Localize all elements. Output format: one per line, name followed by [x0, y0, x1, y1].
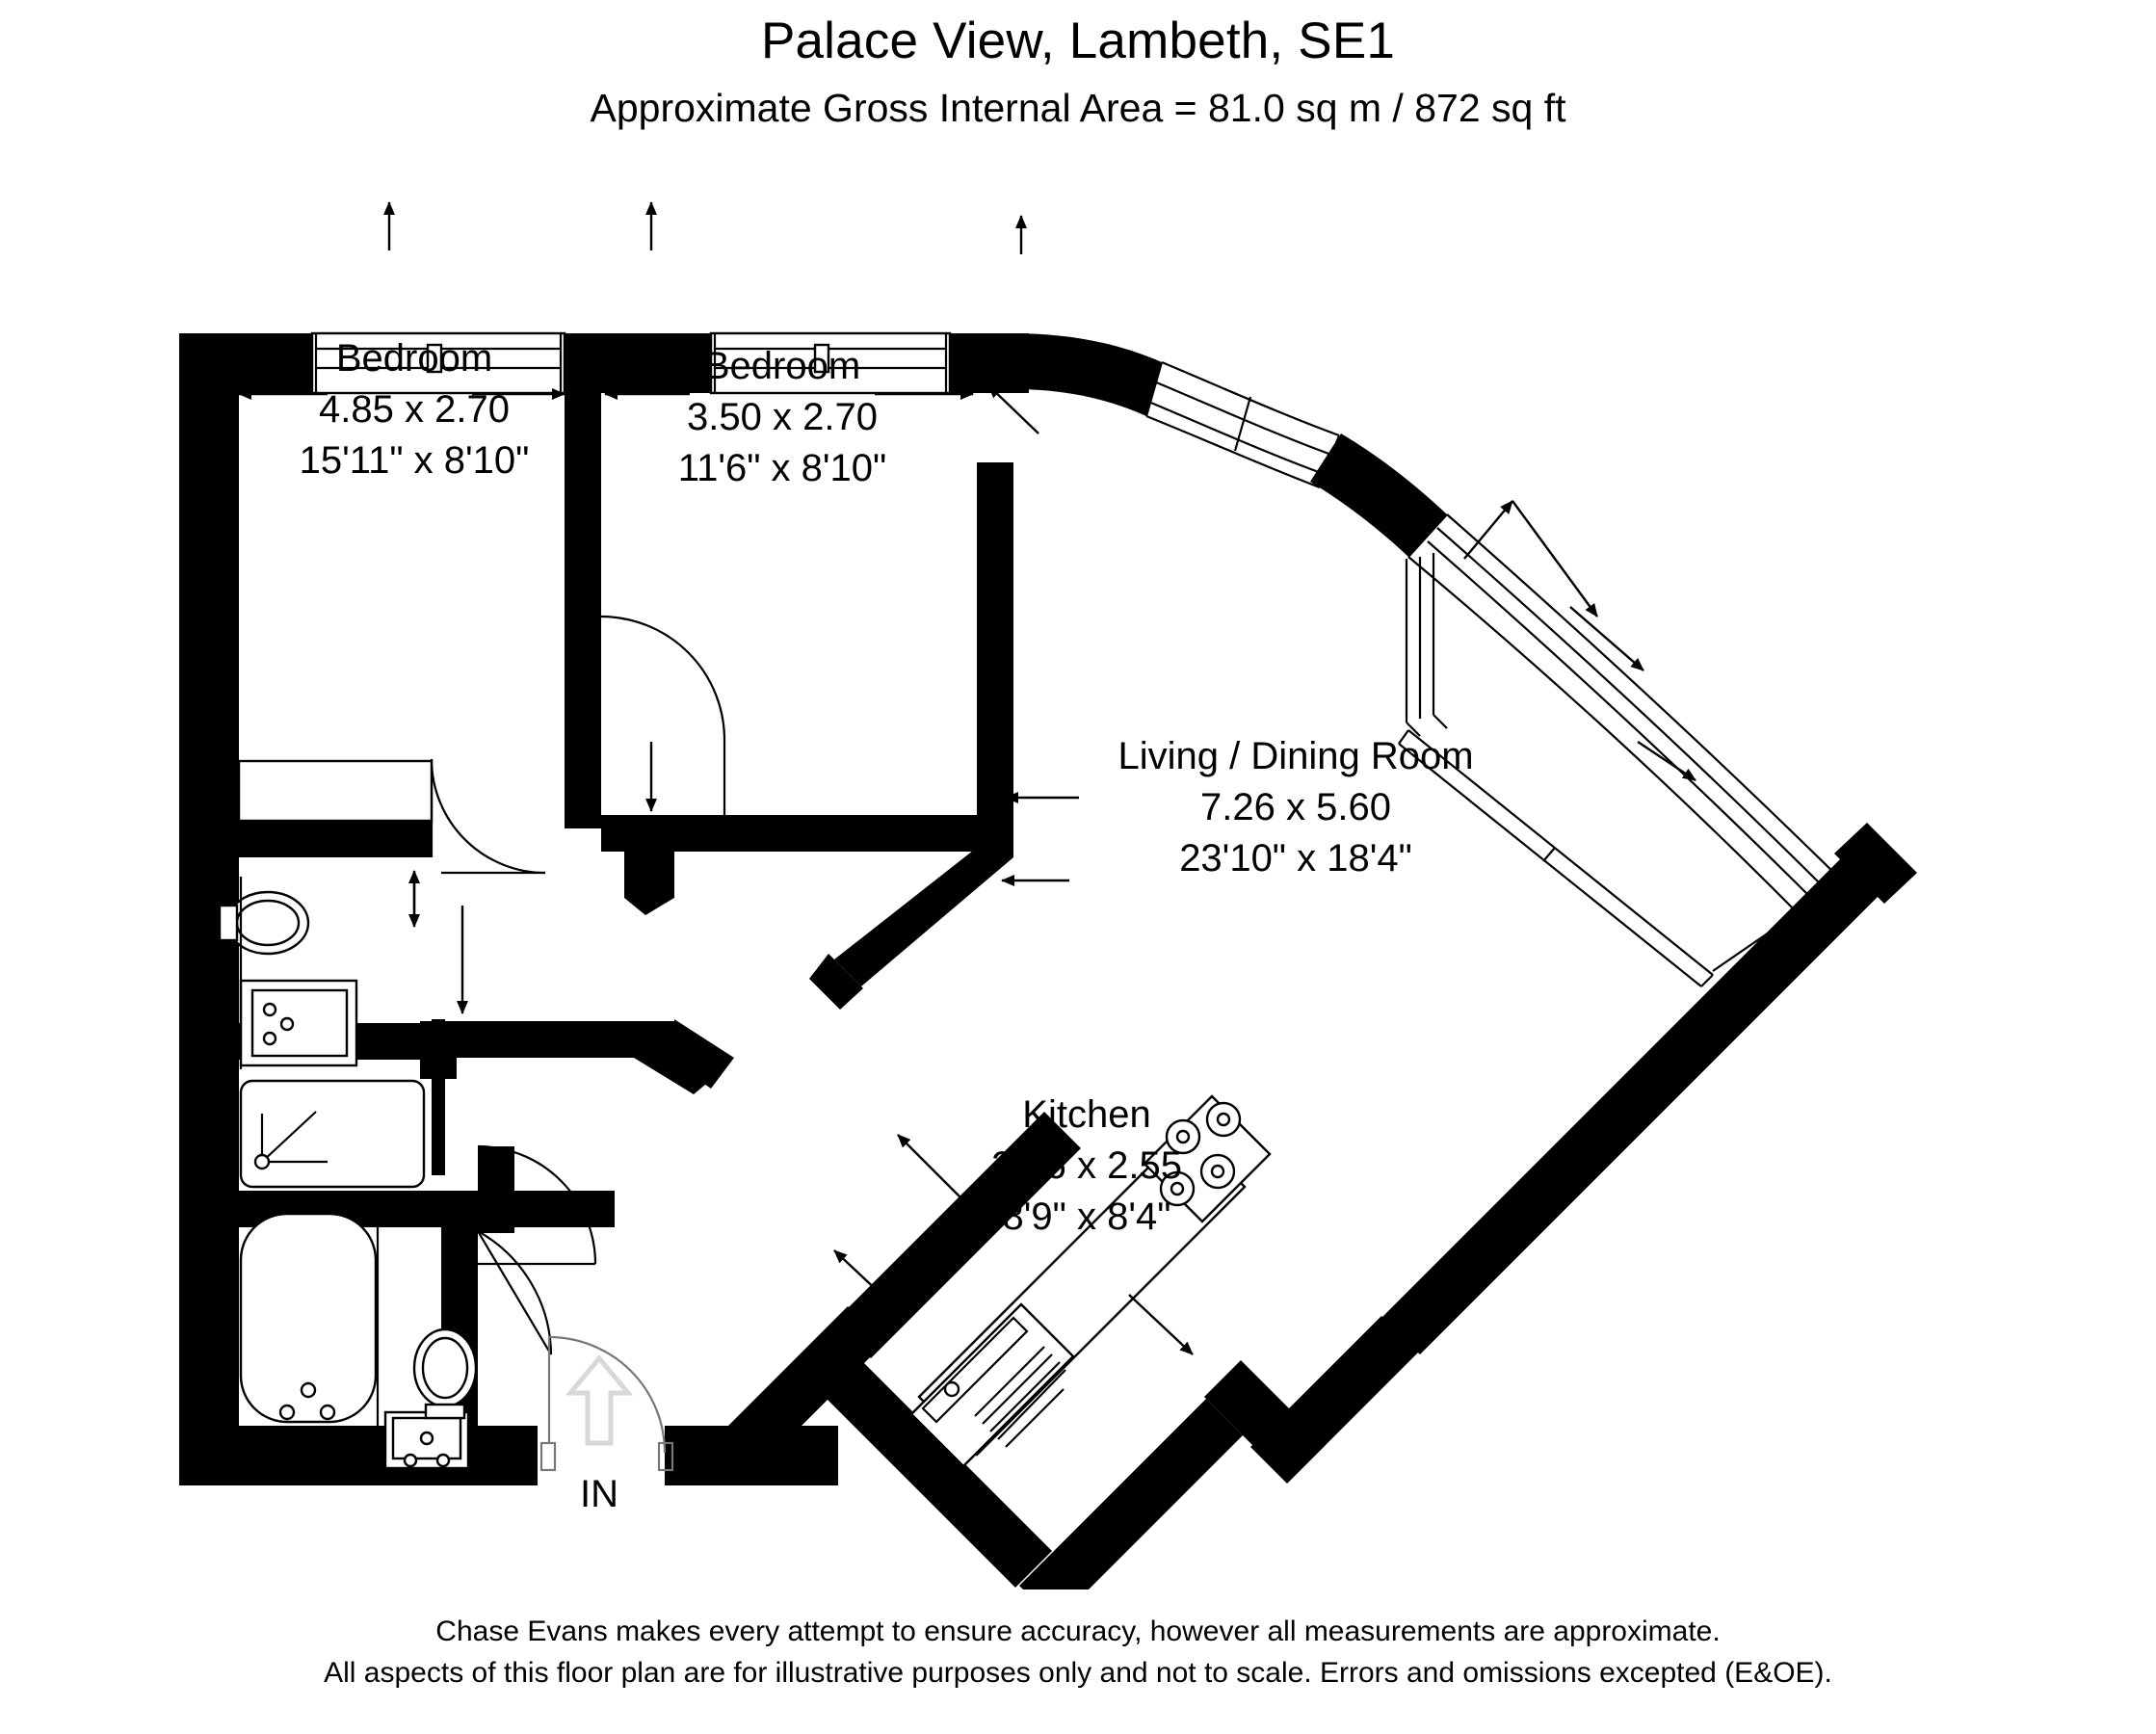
window-bay-left — [1405, 553, 1448, 737]
floorplan-drawing: Bedroom 4.85 x 2.70 15'11" x 8'10" Bedro… — [0, 144, 2156, 1590]
bedroom-1-metric: 4.85 x 2.70 — [319, 388, 510, 431]
fixture-toilet-bathroom — [412, 1327, 478, 1420]
page-title: Palace View, Lambeth, SE1 — [760, 13, 1396, 69]
kitchen-metric: 2.66 x 2.55 — [991, 1144, 1182, 1187]
fixture-kitchen-hob — [1143, 1094, 1272, 1223]
wall-bay-arc-segment-1 — [1012, 333, 1162, 416]
wall-kitchen-lower-left-diagonal — [792, 1327, 1052, 1588]
dim-kitchen-left — [833, 1249, 897, 1309]
room-label-living-dining: Living / Dining Room 7.26 x 5.60 23'10" … — [1117, 735, 1473, 880]
room-label-kitchen: Kitchen 2.66 x 2.55 8'9" x 8'4" — [991, 1093, 1182, 1238]
wall-corridor-chamfer-b — [672, 1019, 734, 1089]
living-dining-imperial: 23'10" x 18'4" — [1179, 837, 1412, 880]
wall-living-right-cap — [1834, 823, 1917, 904]
fixture-basin-bathroom — [383, 1410, 470, 1470]
dim-living-right — [1637, 741, 1696, 781]
footer-disclaimer: Chase Evans makes every attempt to ensur… — [0, 1611, 2156, 1694]
door-bedroom-2 — [600, 615, 726, 817]
dim-kitchen-topleft — [897, 1134, 968, 1205]
footer-line-1: Chase Evans makes every attempt to ensur… — [435, 1616, 1721, 1647]
wall-living-right-diagonal — [1381, 857, 1880, 1354]
wall-hall-kitchen-link — [728, 1306, 884, 1485]
door-entrance — [539, 1335, 674, 1472]
wall-bedroom2-bottom — [601, 815, 1013, 852]
wall-kitchen-lower-right-diagonal — [1019, 1399, 1243, 1590]
walls-group — [179, 333, 1917, 1590]
wall-store-bottom — [441, 1191, 615, 1227]
windows-group — [310, 331, 1847, 987]
dim-living-bay-diag — [1569, 606, 1644, 671]
fixture-toilet-wc — [218, 890, 310, 956]
wall-bedroom2-diagonal — [834, 819, 1013, 986]
fixture-basin-wc — [239, 979, 358, 1067]
wall-bedroom1-bottom — [179, 821, 432, 857]
wall-kitchen-upper-left-diagonal — [834, 1112, 1081, 1358]
floorplan-svg: Bedroom 4.85 x 2.70 15'11" x 8'10" Bedro… — [179, 201, 1917, 1590]
header: Palace View, Lambeth, SE1 Approximate Gr… — [0, 0, 2156, 130]
wall-bathroom-right-upper — [478, 1146, 514, 1233]
wall-bay-arc-segment-2 — [1310, 434, 1447, 557]
bedroom-2-name: Bedroom — [704, 345, 860, 387]
entrance-marker: IN — [565, 1354, 634, 1515]
dim-living-bay-down — [1512, 500, 1598, 617]
window-bay-diagonal — [1398, 729, 1714, 987]
dimension-arrows-group — [238, 201, 1696, 1355]
window-bay-lower — [1407, 513, 1847, 922]
fixture-wardrobe — [237, 759, 434, 823]
room-labels-group: Bedroom 4.85 x 2.70 15'11" x 8'10" Bedro… — [300, 337, 1474, 1238]
wall-bedroom2-right — [977, 462, 1013, 844]
wall-bedroom-partition — [565, 333, 601, 828]
window-bedroom-2 — [709, 331, 952, 395]
bedroom-1-imperial: 15'11" x 8'10" — [300, 439, 530, 482]
bedroom-2-metric: 3.50 x 2.70 — [687, 396, 878, 438]
window-bay-right-return — [1712, 910, 1810, 982]
window-bay-upper — [1144, 360, 1341, 489]
wall-corridor-top — [441, 1021, 634, 1058]
living-dining-name: Living / Dining Room — [1117, 735, 1473, 777]
wall-bedroom2-chamfer-left — [624, 848, 674, 915]
dim-living-topleft — [987, 384, 1039, 434]
wall-bedroom2-diagonal-end — [809, 954, 863, 1010]
dim-living-bay-up — [1463, 500, 1513, 560]
wall-entrance-left-pier — [478, 1426, 538, 1485]
bedroom-1-name: Bedroom — [336, 337, 492, 380]
fixture-bathtub — [239, 1212, 378, 1424]
wall-hall-bottom-right — [674, 1426, 728, 1485]
door-bathroom — [477, 1230, 553, 1355]
room-label-bedroom-2: Bedroom 3.50 x 2.70 11'6" x 8'10" — [678, 345, 886, 489]
kitchen-imperial: 8'9" x 8'4" — [1003, 1195, 1171, 1238]
entrance-label: IN — [580, 1473, 618, 1515]
fixture-kitchen-sink — [909, 1302, 1075, 1468]
fixtures-group — [218, 759, 1272, 1470]
footer-line-2: All aspects of this floor plan are for i… — [324, 1657, 1832, 1689]
bedroom-2-imperial: 11'6" x 8'10" — [678, 447, 886, 489]
fixture-shower — [239, 1079, 426, 1189]
area-subtitle: Approximate Gross Internal Area = 81.0 s… — [590, 86, 1566, 131]
kitchen-name: Kitchen — [1022, 1093, 1150, 1136]
dim-kitchen-right — [1128, 1294, 1194, 1355]
door-bedroom-1 — [430, 758, 546, 875]
room-label-bedroom-1: Bedroom 4.85 x 2.70 15'11" x 8'10" — [300, 337, 530, 482]
in-arrow-icon — [565, 1354, 634, 1446]
wall-kitchen-notch-right — [1250, 1316, 1418, 1484]
living-dining-metric: 7.26 x 5.60 — [1200, 786, 1391, 828]
window-bedroom-1 — [310, 331, 566, 395]
